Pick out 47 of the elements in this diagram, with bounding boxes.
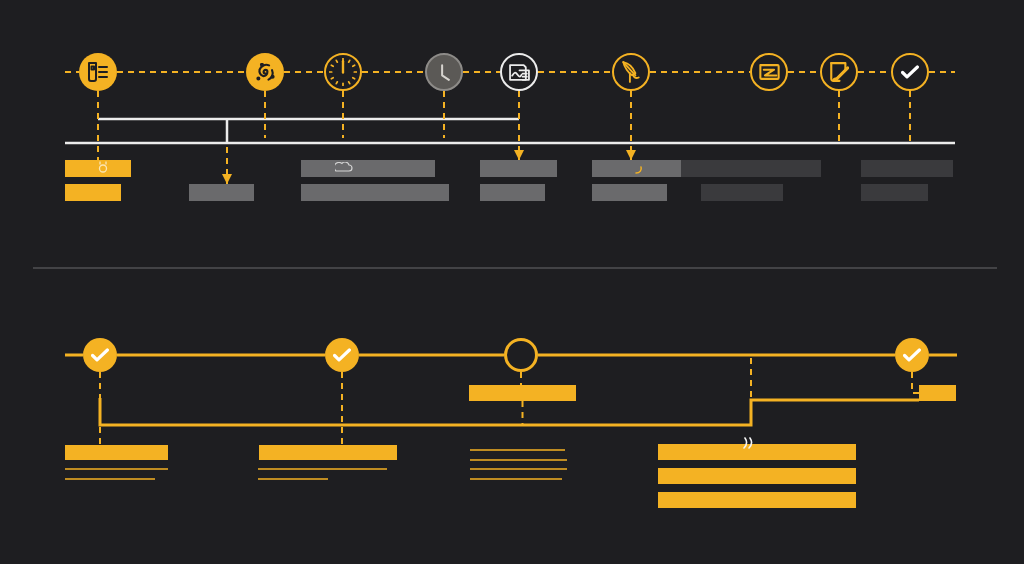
connector-line: [117, 353, 325, 357]
dashed-arrow: [222, 146, 232, 185]
dashed-connector: [909, 90, 911, 144]
placeholder-bar: [658, 468, 856, 484]
dashed-connector: [520, 371, 522, 386]
placeholder-bar: [189, 184, 254, 201]
placeholder-bar: [658, 492, 856, 508]
placeholder-bar: [681, 160, 821, 177]
connector-line: [929, 353, 957, 357]
placeholder-bar: [301, 160, 435, 177]
dashed-connector: [838, 90, 840, 144]
placeholder-bar: [701, 184, 783, 201]
connector-line: [538, 353, 895, 357]
placeholder-bar: [861, 160, 953, 177]
placeholder-bar: [592, 160, 681, 177]
placeholder-bar: [301, 184, 449, 201]
dashed-arrow: [514, 90, 524, 161]
placeholder-bar: [480, 160, 557, 177]
placeholder-bar: [861, 184, 928, 201]
dashed-connector: [537, 71, 613, 73]
connector-line: [98, 398, 919, 427]
placeholder-bar: [658, 444, 856, 460]
dashed-connector: [341, 371, 343, 446]
dashed-arrow: [626, 90, 636, 161]
dashed-connector: [462, 71, 501, 73]
placeholder-bar: [65, 160, 131, 177]
placeholder-bar: [592, 184, 667, 201]
dashed-connector: [99, 371, 101, 446]
placeholder-bar: [259, 445, 397, 460]
placeholder-bar: [65, 184, 121, 201]
placeholder-bar: [65, 445, 168, 460]
dashed-connector: [116, 71, 247, 73]
dashed-connector: [264, 90, 266, 139]
placeholder-bar: [469, 385, 576, 401]
dashed-connector: [97, 90, 99, 161]
placeholder-bar: [919, 385, 956, 401]
dashed-connector: [361, 71, 426, 73]
dashed-connector: [342, 90, 344, 139]
dashed-connector: [443, 90, 445, 139]
dashed-connector: [911, 371, 920, 394]
dashed-connector: [521, 400, 524, 425]
connector-line: [65, 353, 83, 357]
dashed-connector: [928, 71, 956, 73]
connector-line: [359, 353, 504, 357]
dashed-connector: [64, 71, 80, 73]
placeholder-bar: [480, 184, 545, 201]
dashed-connector: [283, 71, 325, 73]
